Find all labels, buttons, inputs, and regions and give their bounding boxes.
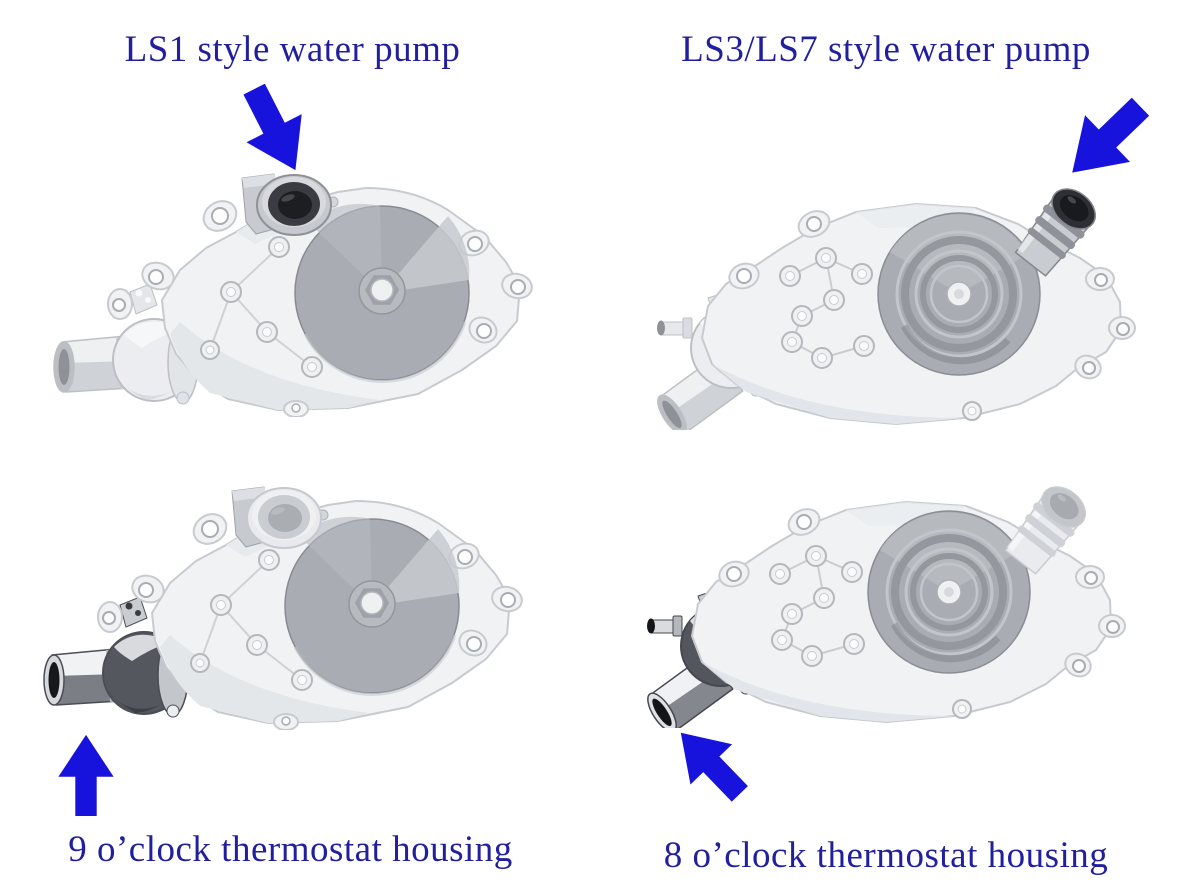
label-9-oclock-thermostat-housing: 9 o’clock thermostat housing [68,829,513,870]
ls3-ls7-water-pump-thermostat-illustration [618,478,1148,728]
up-arrow-icon [58,734,114,816]
label-8-oclock-thermostat-housing: 8 o’clock thermostat housing [663,835,1109,876]
ls3-ls7-water-pump-illustration [628,180,1158,430]
ls1-water-pump-illustration [52,172,537,417]
label-ls1-water-pump: LS1 style water pump [124,29,461,70]
ls1-water-pump-thermostat-illustration [42,485,527,730]
down-right-arrow-icon [243,83,302,171]
label-ls3-ls7-water-pump: LS3/LS7 style water pump [681,29,1091,70]
up-left-arrow-icon [680,732,748,802]
down-left-arrow-icon [1072,97,1150,173]
